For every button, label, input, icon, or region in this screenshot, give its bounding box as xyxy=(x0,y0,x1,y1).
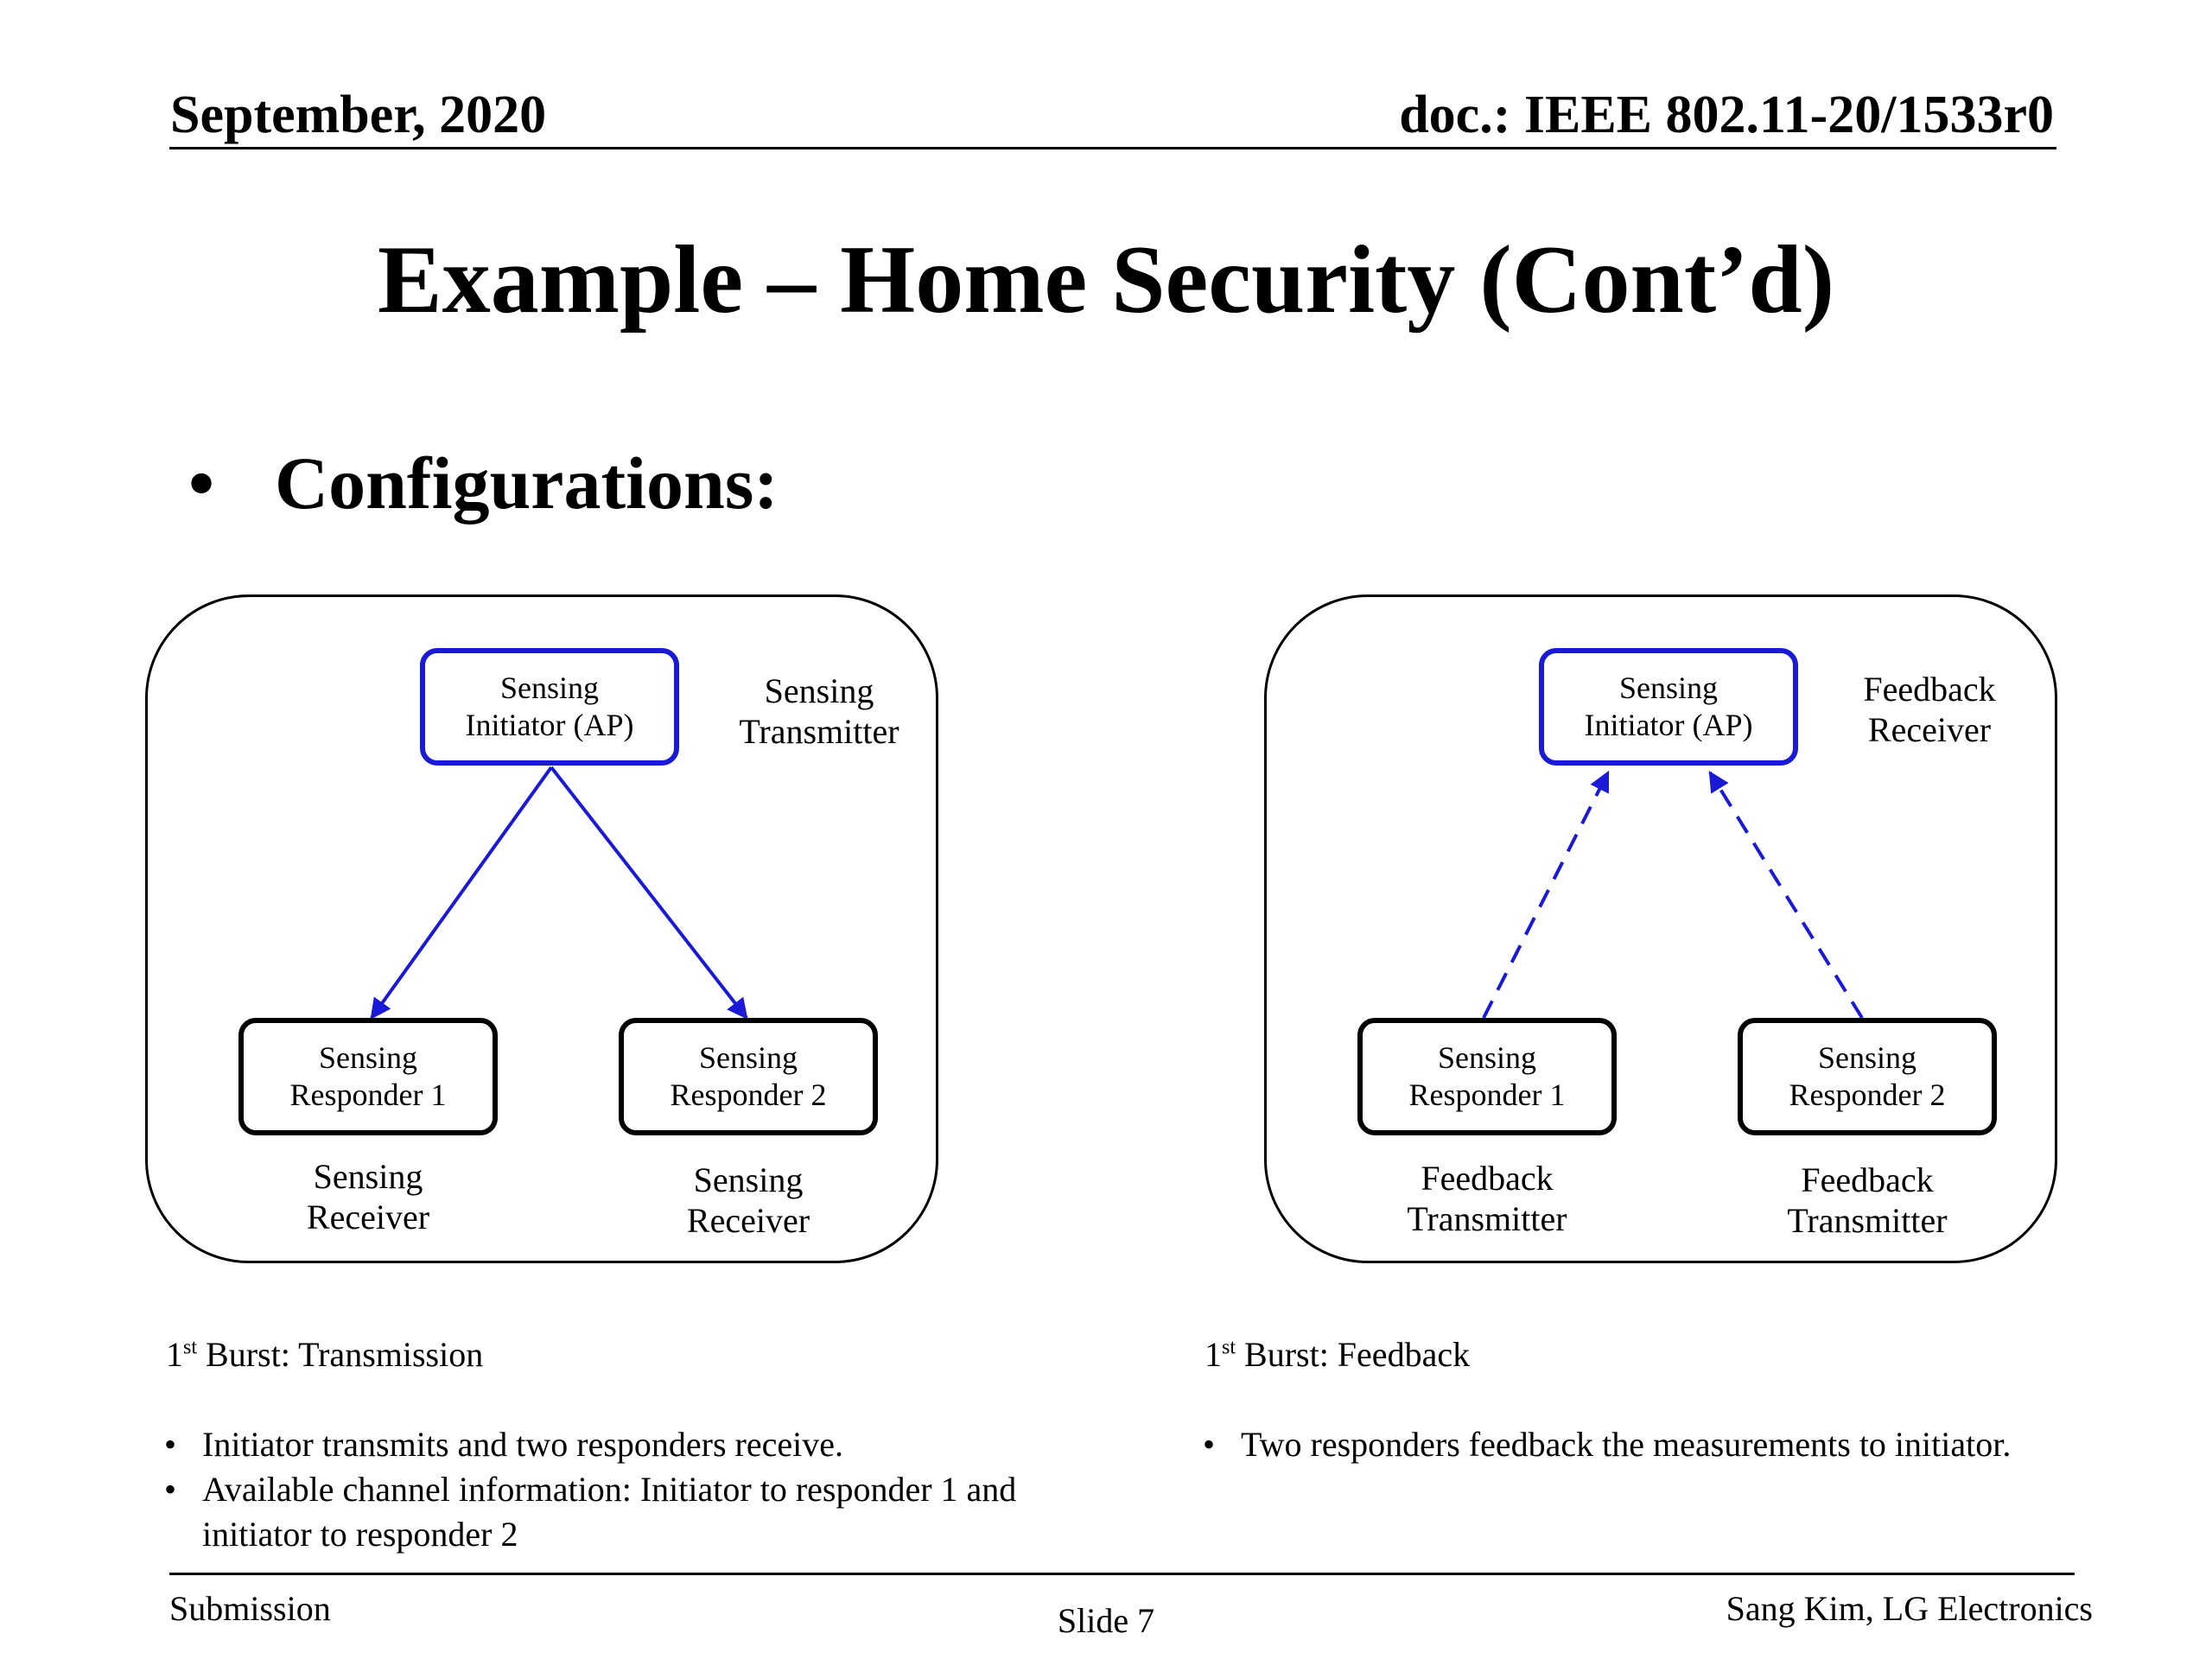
caption-text: Burst: Transmission xyxy=(197,1335,484,1374)
initiator-role: Feedback Receiver xyxy=(1826,669,2033,750)
responder1-label-line2: Responder 1 xyxy=(289,1077,447,1112)
feedback-bullets: Two responders feedback the measurements… xyxy=(1201,1422,2117,1467)
responder1-label-line1: Sensing xyxy=(1437,1039,1536,1075)
responder1-role: Sensing Receiver xyxy=(247,1156,489,1237)
diagram-feedback: Sensing Initiator (AP) Feedback Receiver… xyxy=(1264,594,2061,1268)
responder1-role-line1: Sensing xyxy=(313,1157,423,1196)
diagram-frame xyxy=(1264,594,2057,1263)
footer-divider xyxy=(169,1573,2075,1575)
feedback-arrows xyxy=(1482,770,1864,1020)
responder1-node: Sensing Responder 1 xyxy=(1357,1018,1617,1135)
responder2-role-line2: Receiver xyxy=(686,1201,810,1241)
arrow-responder2-to-initiator xyxy=(1708,770,1864,1020)
initiator-role-line2: Receiver xyxy=(1867,710,1992,750)
arrow-initiator-to-responder1 xyxy=(370,766,553,1020)
diagram-frame xyxy=(145,594,938,1263)
transmission-arrows xyxy=(370,766,748,1020)
responder1-label-line1: Sensing xyxy=(318,1039,417,1075)
initiator-node: Sensing Initiator (AP) xyxy=(1539,648,1798,766)
caption-ordinal-suffix: st xyxy=(1222,1336,1236,1359)
initiator-role-line1: Feedback xyxy=(1863,670,1996,709)
responder1-node: Sensing Responder 1 xyxy=(238,1018,498,1135)
responder2-role-line1: Sensing xyxy=(693,1160,804,1199)
initiator-role-line2: Transmitter xyxy=(739,712,899,752)
bullet-dot-icon: • xyxy=(188,442,215,524)
header-doc-id: doc.: IEEE 802.11-20/1533r0 xyxy=(1399,86,2054,144)
footer-slide-number: Slide 7 xyxy=(1057,1601,1155,1640)
header-date: September, 2020 xyxy=(170,86,547,144)
responder1-role-line2: Receiver xyxy=(306,1198,430,1237)
caption-ordinal: 1 xyxy=(1205,1335,1222,1374)
list-item: Available channel information: Initiator… xyxy=(162,1467,1113,1557)
caption-transmission: 1st Burst: Transmission xyxy=(166,1338,483,1372)
transmission-bullets: Initiator transmits and two responders r… xyxy=(162,1422,1113,1557)
slide-title: Example – Home Security (Cont’d) xyxy=(377,226,1834,334)
arrow-responder1-to-initiator xyxy=(1482,770,1610,1019)
caption-feedback: 1st Burst: Feedback xyxy=(1205,1338,1470,1372)
responder2-role-line1: Feedback xyxy=(1801,1160,1934,1199)
footer-author: Sang Kim, LG Electronics xyxy=(1726,1589,2093,1628)
responder2-role: Feedback Transmitter xyxy=(1729,1160,2005,1241)
responder2-role: Sensing Receiver xyxy=(627,1160,869,1241)
responder1-role: Feedback Transmitter xyxy=(1349,1158,1625,1239)
caption-ordinal-suffix: st xyxy=(183,1336,198,1359)
arrow-initiator-to-responder2 xyxy=(550,766,748,1020)
responder2-label-line1: Sensing xyxy=(1817,1039,1916,1075)
initiator-node: Sensing Initiator (AP) xyxy=(420,648,679,766)
diagram-transmission: Sensing Initiator (AP) Sensing Transmitt… xyxy=(145,594,942,1268)
responder1-label-line2: Responder 1 xyxy=(1408,1077,1566,1112)
responder2-label-line1: Sensing xyxy=(698,1039,798,1075)
responder1-role-line1: Feedback xyxy=(1421,1159,1554,1198)
list-item: Initiator transmits and two responders r… xyxy=(162,1422,1113,1467)
initiator-role-line1: Sensing xyxy=(764,671,874,710)
initiator-label-line2: Initiator (AP) xyxy=(1584,708,1753,742)
footer-submission: Submission xyxy=(169,1589,331,1628)
main-bullet-text: Configurations: xyxy=(275,442,779,524)
initiator-label-line1: Sensing xyxy=(499,670,599,705)
header-divider xyxy=(169,147,2056,149)
initiator-label-line1: Sensing xyxy=(1618,670,1718,705)
initiator-label-line2: Initiator (AP) xyxy=(465,708,634,742)
caption-ordinal: 1 xyxy=(166,1335,183,1374)
list-item: Two responders feedback the measurements… xyxy=(1201,1422,2117,1467)
initiator-role: Sensing Transmitter xyxy=(715,671,923,752)
main-bullet: •Configurations: xyxy=(188,446,779,520)
responder2-node: Sensing Responder 2 xyxy=(1738,1018,1997,1135)
responder1-role-line2: Transmitter xyxy=(1407,1199,1567,1239)
responder2-label-line2: Responder 2 xyxy=(1789,1077,1946,1112)
responder2-node: Sensing Responder 2 xyxy=(619,1018,878,1135)
caption-text: Burst: Feedback xyxy=(1236,1335,1471,1374)
responder2-label-line2: Responder 2 xyxy=(670,1077,827,1112)
responder2-role-line2: Transmitter xyxy=(1787,1201,1948,1241)
